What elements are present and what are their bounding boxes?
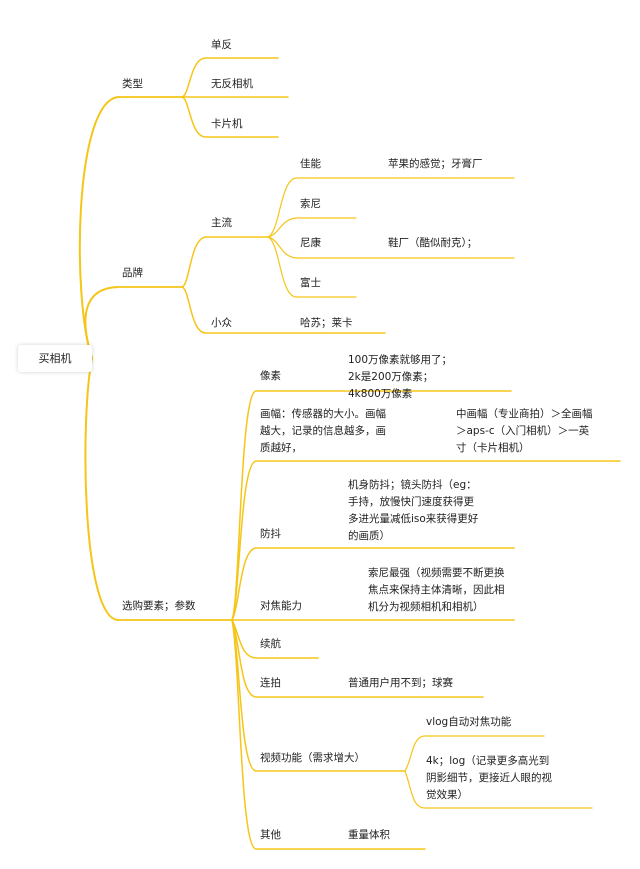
factor-burst[interactable]: 连拍	[260, 677, 281, 689]
brand-nikon[interactable]: 尼康	[300, 237, 321, 249]
factor-video[interactable]: 视频功能（需求增大）	[260, 752, 365, 764]
connector-video-1	[404, 735, 545, 772]
type-item-mirrorless[interactable]: 无反相机	[211, 78, 253, 90]
factor-frame[interactable]: 画幅：传感器的大小。画幅越大，记录的信息越多，画质越好，	[260, 408, 386, 454]
connector-type-1	[181, 57, 279, 98]
factor-battery[interactable]: 续航	[260, 638, 281, 650]
root-node[interactable]: 买相机	[18, 345, 92, 372]
connector-nikon	[267, 236, 515, 259]
brand-niche-note[interactable]: 哈苏；莱卡	[300, 317, 353, 329]
connector-video-2	[404, 770, 593, 809]
factor-other[interactable]: 其他	[260, 829, 281, 841]
connector-group	[78, 57, 621, 850]
type-item-dslr[interactable]: 单反	[211, 39, 232, 51]
type-item-compact[interactable]: 卡片机	[211, 118, 243, 130]
connector-root-factors	[84, 357, 119, 621]
factor-other-note[interactable]: 重量体积	[348, 829, 390, 841]
brand-nikon-note[interactable]: 鞋厂（酷似耐克）；	[388, 237, 478, 249]
connector-brand-main	[181, 236, 269, 288]
factor-frame-note[interactable]: 中画幅（专业商拍）＞全画幅＞aps-c（入门相机）＞一英寸（卡片相机）	[456, 408, 593, 454]
factor-pixels-note[interactable]: 100万像素就够用了；2k是200万像素；4k800万像素	[348, 354, 453, 400]
brand-node[interactable]: 品牌	[122, 267, 143, 279]
type-node[interactable]: 类型	[122, 78, 143, 90]
connector-frame	[231, 460, 621, 621]
factors-node[interactable]: 选购要素；参数	[122, 600, 196, 612]
brand-sony[interactable]: 索尼	[300, 198, 321, 210]
factor-video-item-2[interactable]: 4k；log（记录更多高光到阴影细节，更接近人眼的视觉效果）	[426, 755, 552, 801]
factor-burst-note[interactable]: 普通用户用不到；球赛	[348, 677, 453, 689]
connector-sony	[267, 217, 357, 238]
factor-video-item-1[interactable]: vlog自动对焦功能	[426, 716, 512, 728]
factor-focus[interactable]: 对焦能力	[260, 600, 302, 612]
connector-video	[231, 619, 406, 772]
connector-brand-niche	[181, 286, 386, 334]
brand-main-node[interactable]: 主流	[211, 217, 232, 229]
connector-type-3	[181, 96, 279, 138]
brand-fuji[interactable]: 富士	[300, 277, 321, 289]
factor-stabilization[interactable]: 防抖	[260, 528, 281, 540]
connector-burst	[231, 619, 484, 698]
factor-stabilization-note[interactable]: 机身防抖；镜头防抖（eg：手持，放慢快门速度获得更多进光量减低iso来获得更好的…	[348, 479, 479, 542]
brand-canon-note[interactable]: 苹果的感觉；牙膏厂	[388, 158, 483, 170]
factor-pixels[interactable]: 像素	[260, 370, 281, 382]
factor-focus-note[interactable]: 索尼最强（视频需要不断更换焦点来保持主体清晰，因此相机分为视频相机和相机）	[368, 567, 505, 613]
brand-niche-node[interactable]: 小众	[211, 317, 232, 329]
connector-canon	[267, 177, 515, 238]
connector-fuji	[267, 236, 357, 298]
connector-other	[231, 619, 426, 850]
brand-canon[interactable]: 佳能	[300, 158, 321, 170]
connector-stabilization	[231, 547, 515, 621]
